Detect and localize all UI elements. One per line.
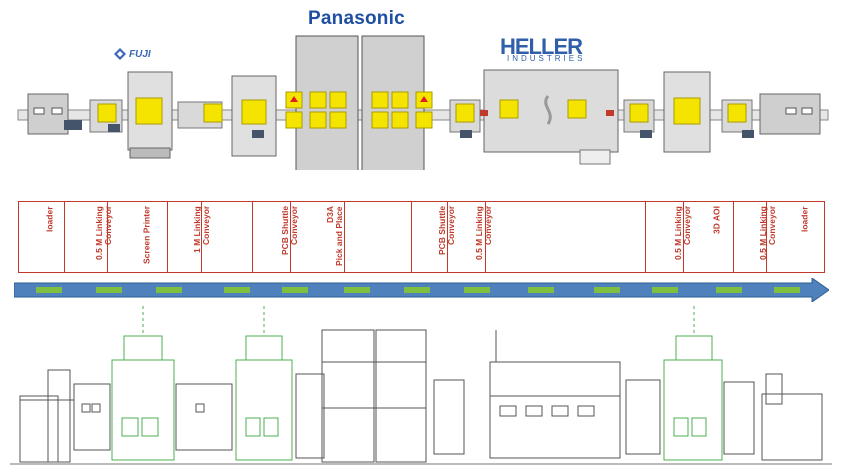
fuji-logo: FUJI xyxy=(129,49,151,60)
fuji-logo-icon xyxy=(114,48,126,60)
station-pcb-shuttle: PCB Shuttle Conveyor xyxy=(253,202,299,272)
station-screen-printer: Screen Printer xyxy=(108,202,168,272)
station-empty xyxy=(202,202,254,272)
station-label: Screen Printer xyxy=(141,206,152,265)
loader-left-top xyxy=(27,93,82,135)
station-label-row: loader 0.5 M Linking Conveyor Screen Pri… xyxy=(18,201,825,273)
station-label: D3A Pick and Place xyxy=(325,206,345,266)
panasonic-logo: Panasonic xyxy=(308,8,405,29)
station-linking-conveyor: 0.5 M Linking Conveyor xyxy=(448,202,493,272)
station-linking-conveyor: 0.5 M Linking Conveyor xyxy=(65,202,113,272)
heller-logo-subtitle: INDUSTRIES xyxy=(507,54,586,63)
station-label: loader xyxy=(799,206,810,232)
heller-logo: HELLER xyxy=(500,34,583,59)
station-linking-conveyor: 0.5 M Linking Conveyor xyxy=(646,202,692,272)
station-linking-conveyor: 0.5 M Linking Conveyor xyxy=(734,202,777,272)
station-loader-left: loader xyxy=(19,202,65,272)
station-3d-aoi: 3D AOI xyxy=(684,202,734,272)
station-pick-and-place: D3A Pick and Place xyxy=(291,202,345,272)
line-side-view xyxy=(10,306,832,465)
station-empty xyxy=(345,202,413,272)
station-label: loader xyxy=(44,206,55,232)
line-top-view xyxy=(17,35,829,170)
station-label: 3D AOI xyxy=(711,206,722,235)
station-linking-conveyor: 1 M Linking Conveyor xyxy=(168,202,211,272)
flow-direction-arrow xyxy=(14,278,829,302)
station-loader-right: loader xyxy=(767,202,824,272)
station-pcb-shuttle: PCB Shuttle Conveyor xyxy=(412,202,456,272)
station-empty xyxy=(486,202,647,272)
